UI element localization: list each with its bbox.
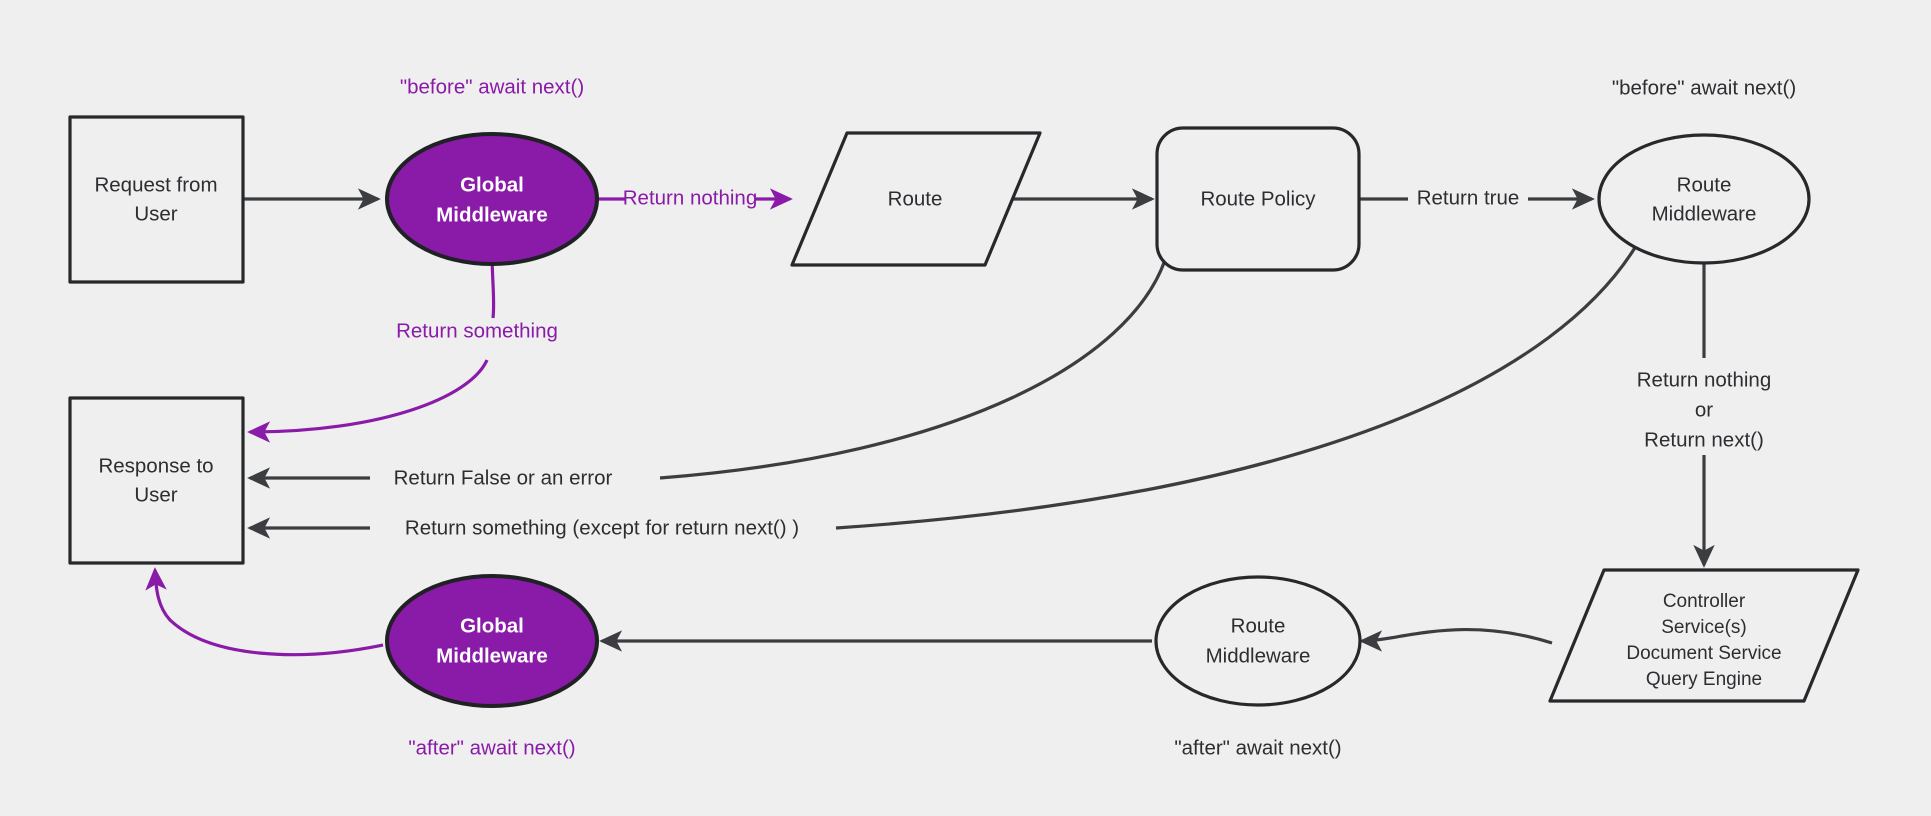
phase-label-route-after: "after" await next()	[1174, 736, 1341, 759]
route-middleware-before-label-line1: Route	[1677, 173, 1732, 196]
edge-label-return-something-except: Return something (except for return next…	[405, 516, 799, 539]
edge-global-middleware-after-to-response	[145, 567, 384, 657]
phase-label-global-before: "before" await next()	[400, 75, 584, 98]
controller-services-label-line1: Controller	[1663, 591, 1746, 612]
node-global-middleware-after[interactable]: Global Middleware	[385, 574, 599, 708]
edge-route-policy-to-response-curve	[659, 259, 1167, 480]
route-middleware-before-label-line2: Middleware	[1652, 202, 1757, 225]
route-middleware-after-shape	[1154, 575, 1362, 707]
edge-global-mw-return-something-to-response	[247, 359, 489, 443]
request-from-user-label-line2: User	[134, 202, 177, 225]
route-middleware-before-shape	[1597, 133, 1811, 265]
route-middleware-after-label-line2: Middleware	[1206, 644, 1311, 667]
edge-label-route-mw-outcome-line2: or	[1695, 398, 1713, 421]
global-middleware-after-shape	[385, 574, 599, 708]
node-controller-services[interactable]: Controller Service(s) Document Service Q…	[1548, 568, 1860, 703]
response-to-user-shape	[68, 396, 245, 565]
edge-label-return-nothing: Return nothing	[623, 186, 757, 209]
edge-label-return-true: Return true	[1417, 186, 1520, 209]
route-label: Route	[888, 187, 943, 210]
route-shape	[790, 131, 1042, 267]
node-route-middleware-after[interactable]: Route Middleware	[1154, 575, 1362, 707]
edge-label-route-mw-outcome-line1: Return nothing	[1637, 368, 1771, 391]
phase-label-route-before: "before" await next()	[1612, 76, 1796, 99]
global-middleware-before-label-line2: Middleware	[436, 203, 548, 226]
response-to-user-label-line1: Response to	[98, 454, 213, 477]
edge-controller-to-route-middleware-after	[1359, 627, 1553, 652]
route-policy-label: Route Policy	[1200, 187, 1316, 210]
node-request-from-user[interactable]: Request from User	[68, 115, 245, 284]
node-route-middleware-before[interactable]: Route Middleware	[1597, 133, 1811, 265]
controller-services-label-line4: Query Engine	[1646, 669, 1762, 690]
global-middleware-after-label-line1: Global	[460, 614, 524, 637]
request-from-user-shape	[68, 115, 245, 284]
request-from-user-label-line1: Request from	[94, 173, 217, 196]
global-middleware-after-label-line2: Middleware	[436, 644, 548, 667]
global-middleware-before-label-line1: Global	[460, 173, 524, 196]
phase-label-global-after: "after" await next()	[408, 736, 575, 759]
edge-label-route-mw-outcome-line3: Return next()	[1644, 428, 1764, 451]
edge-route-mw-to-response-curve	[835, 245, 1638, 530]
route-middleware-after-label-line1: Route	[1231, 614, 1286, 637]
edge-label-return-something: Return something	[396, 319, 558, 342]
controller-services-shape	[1548, 568, 1860, 703]
node-route-policy[interactable]: Route Policy	[1155, 126, 1361, 272]
global-middleware-before-shape	[385, 132, 599, 266]
node-global-middleware-before[interactable]: Global Middleware	[385, 132, 599, 266]
controller-services-label-line2: Service(s)	[1661, 617, 1747, 638]
response-to-user-label-line2: User	[134, 483, 177, 506]
route-policy-shape	[1155, 126, 1361, 272]
node-response-to-user[interactable]: Response to User	[68, 396, 245, 565]
node-route[interactable]: Route	[790, 131, 1042, 267]
edge-label-return-false-or-error: Return False or an error	[394, 466, 613, 489]
controller-services-label-line3: Document Service	[1626, 643, 1781, 664]
